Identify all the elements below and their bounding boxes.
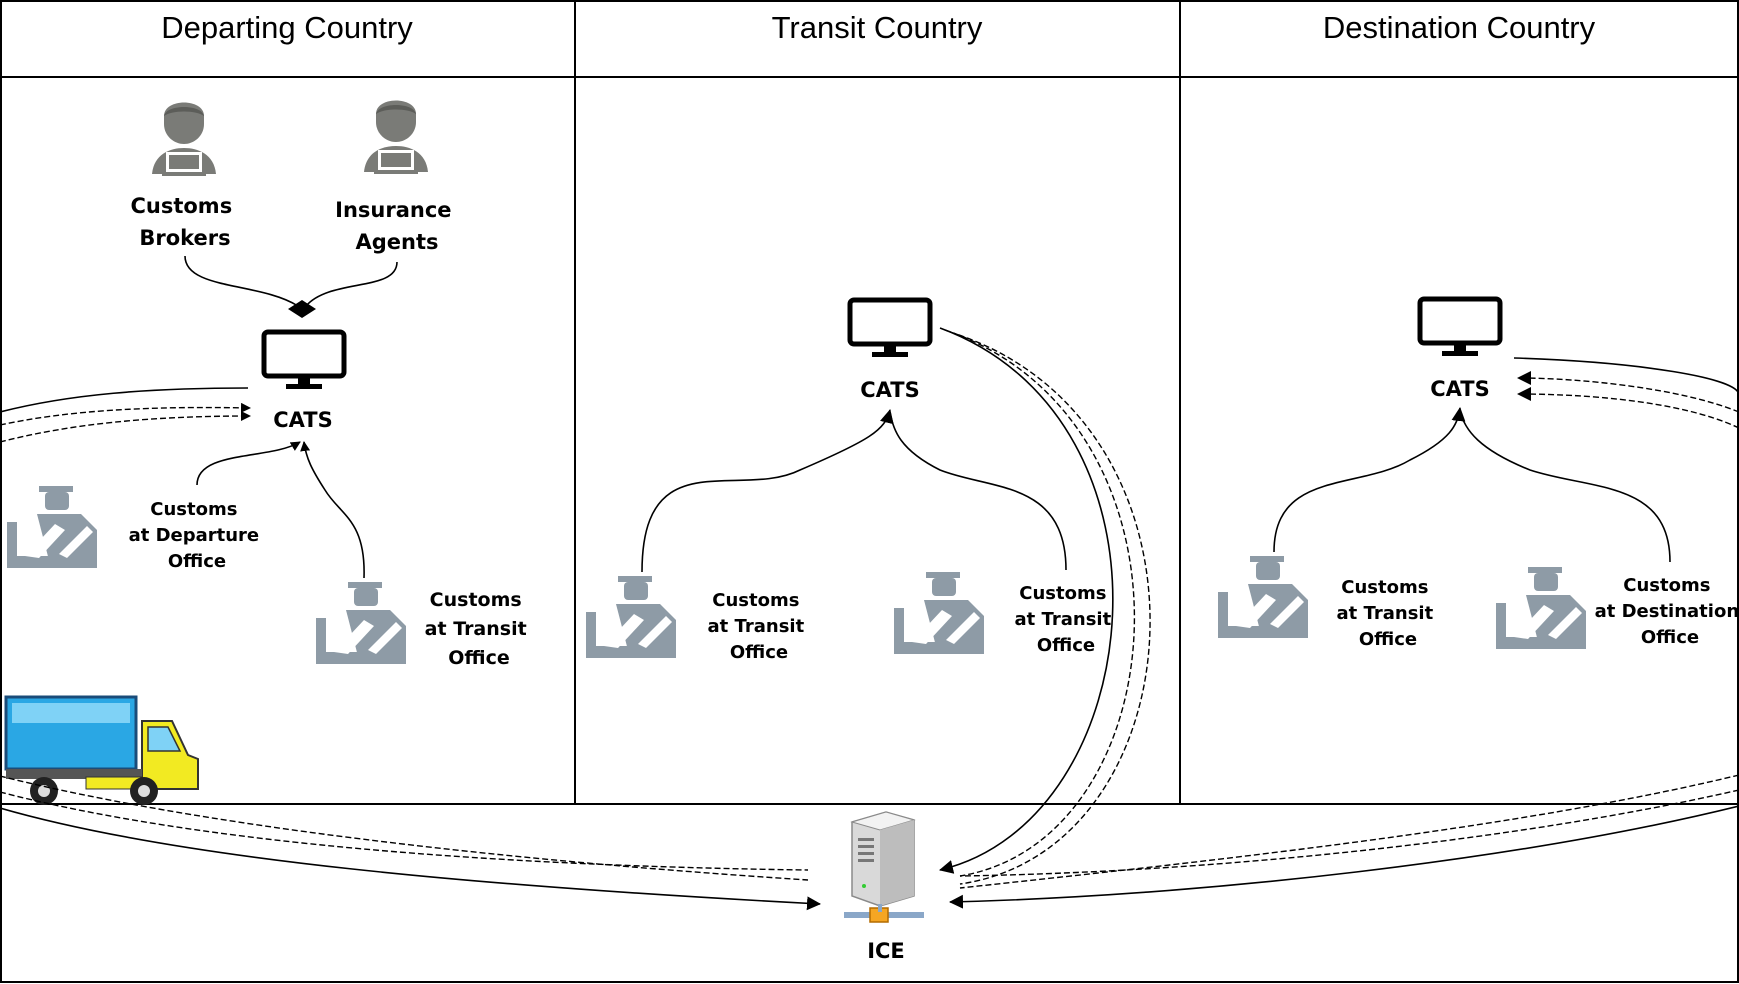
customs-officer-icon [7,486,97,568]
departing-ice-dashed-1 [0,791,809,871]
lane-title-destination: Destination Country [1323,10,1596,45]
monitor-icon [850,300,930,357]
transit-office-label-left: Customs at Transit Office [708,590,811,663]
destination-office-label: Customs at Destination Office [1595,575,1739,648]
cats-label-departing: CATS [273,408,332,432]
customs-officer-icon [1218,556,1308,638]
customs-brokers-label: Customs Brokers [130,194,239,250]
customs-officer-icon [1496,567,1586,649]
customs-officer-icon [894,572,984,654]
monitor-icon [264,332,344,389]
transit-left-connector [641,409,894,573]
transit-office-label-right: Customs at Transit Office [1015,583,1118,656]
lane-title-departing: Departing Country [161,10,413,45]
destination-cats-dashed-1 [1517,371,1739,413]
destination-ice-dashed-1 [959,789,1739,877]
departure-office-connector [196,441,301,486]
departure-office-label: Customs at Departure Office [129,499,266,572]
destination-right-connector [1459,409,1671,563]
departing-ice-dashed-2 [0,775,809,881]
incoming-dashed-left-2 [0,411,251,443]
brokers-connector [184,255,299,307]
cats-label-destination: CATS [1430,377,1489,401]
departing-to-ice-solid [0,807,821,911]
destination-to-ice-solid [949,805,1739,909]
customs-officer-icon [316,582,406,664]
person-with-laptop-icon [364,100,428,174]
transit-cats-ice-dashed-2 [949,331,1151,885]
truck-icon [4,695,199,805]
incoming-solid-left [0,387,249,413]
destination-left-connector [1273,407,1466,553]
transit-office-label-departing: Customs at Transit Office [425,589,534,669]
destination-ice-dashed-2 [959,774,1739,889]
person-with-laptop-icon [152,102,216,176]
insurance-agents-label: Insurance Agents [335,198,459,254]
customs-officer-icon [586,576,676,658]
transit-office-label-destination: Customs at Transit Office [1337,577,1440,650]
destination-cats-dashed-2 [1517,387,1739,429]
destination-cats-solid [1513,357,1739,396]
transit-office-connector-departing [300,441,365,579]
merge-diamond [288,300,316,318]
server-icon [844,811,924,923]
monitor-icon [1420,299,1500,356]
lane-title-transit: Transit Country [772,10,983,45]
transit-right-connector [889,411,1067,571]
transit-cats-ice-dashed-1 [944,329,1136,877]
transit-cats-ice-solid [939,327,1114,874]
ice-label: ICE [867,939,905,963]
insurance-connector [305,261,398,307]
incoming-dashed-left-1 [0,402,251,426]
cats-label-transit: CATS [860,378,919,402]
